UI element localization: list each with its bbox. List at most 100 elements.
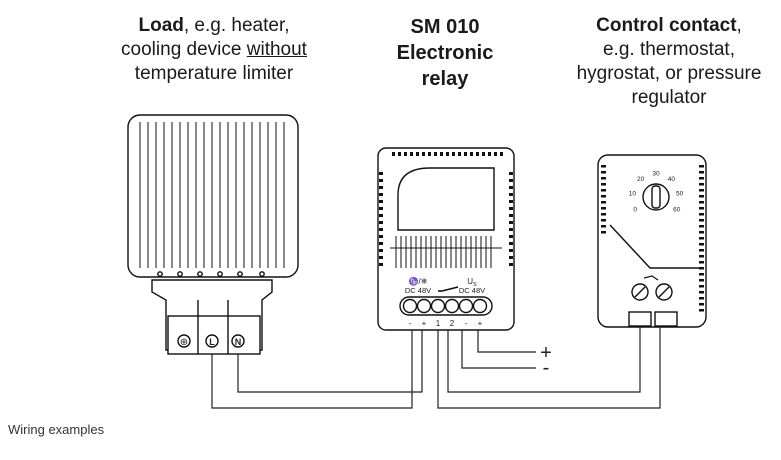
wire-supply-plus — [477, 330, 536, 353]
thermostat-vent — [601, 183, 606, 186]
relay-vent — [509, 193, 513, 196]
thermostat-terminal-b — [654, 311, 678, 327]
thermostat-vent — [699, 183, 704, 186]
relay-terminal-screw — [430, 298, 446, 314]
relay-vent — [509, 256, 513, 259]
n-terminal-label: N — [235, 337, 242, 347]
relay-vent — [509, 179, 513, 182]
relay-vent — [482, 152, 485, 156]
thermostat-vent — [699, 225, 704, 228]
load-label: Load, e.g. heater, cooling device withou… — [121, 15, 307, 84]
dial-scale-label: 10 — [629, 190, 637, 197]
relay-vent — [434, 152, 437, 156]
heater-hole — [259, 271, 265, 277]
relay-vent — [476, 152, 479, 156]
relay-vent — [392, 152, 395, 156]
relay-device — [377, 147, 515, 331]
thermostat-vent — [699, 285, 704, 288]
relay-vent — [422, 152, 425, 156]
relay-vent — [509, 207, 513, 210]
relay-terminal-label: - — [409, 319, 412, 328]
relay-vent — [494, 152, 497, 156]
thermostat-vent — [601, 213, 606, 216]
relay-right-voltage: DC 48V — [459, 286, 485, 295]
relay-vent — [379, 228, 383, 231]
thermostat-vent — [699, 219, 704, 222]
thermostat-vent — [699, 279, 704, 282]
relay-vent — [464, 152, 467, 156]
relay-terminal-label: + — [478, 319, 483, 328]
thermostat-vent — [699, 255, 704, 258]
relay-grille — [390, 236, 502, 268]
earth-terminal-icon — [177, 334, 191, 348]
n-terminal-icon — [231, 334, 245, 348]
relay-vent — [470, 152, 473, 156]
thermostat-vent — [601, 171, 606, 174]
without-emphasis: without — [246, 39, 307, 60]
thermostat-vent — [601, 177, 606, 180]
relay-terminal-label: 2 — [450, 319, 455, 328]
thermostat-vent — [699, 171, 704, 174]
relay-vent — [509, 172, 513, 175]
thermostat-vent — [601, 231, 606, 234]
relay-contact-symbol — [441, 286, 459, 292]
load-title: Load — [138, 15, 184, 36]
heater-hole — [217, 271, 223, 277]
thermostat-vent — [699, 189, 704, 192]
thermostat-diagonal — [609, 224, 700, 269]
thermostat-vent — [601, 195, 606, 198]
heater-device — [127, 114, 299, 355]
relay-vent — [379, 186, 383, 189]
thermostat-vent — [699, 237, 704, 240]
relay-vent — [398, 152, 401, 156]
heater-fins — [139, 122, 285, 268]
heater-hole — [157, 271, 163, 277]
relay-vent — [509, 242, 513, 245]
relay-terminal-screw — [402, 298, 418, 314]
thermostat-body — [597, 154, 707, 328]
relay-vent — [410, 152, 413, 156]
relay-side-vents — [379, 172, 513, 266]
thermostat-vent — [601, 201, 606, 204]
thermostat-vent — [699, 261, 704, 264]
relay-left-label: ♑/❄ — [409, 276, 428, 286]
thermostat-vent — [601, 165, 606, 168]
relay-terminal-screw — [458, 298, 474, 314]
relay-vent — [379, 256, 383, 259]
thermostat-vent — [699, 207, 704, 210]
heater-hole — [177, 271, 183, 277]
dial-scale-label: 0 — [633, 207, 637, 214]
thermostat-vent — [699, 201, 704, 204]
relay-terminal-label: + — [422, 319, 427, 328]
relay-vent — [379, 249, 383, 252]
relay-window — [397, 167, 495, 231]
relay-top-vents — [392, 152, 503, 156]
heater-hole — [197, 271, 203, 277]
relay-vent — [379, 263, 383, 266]
control-label: Control contact, e.g. thermostat, hygros… — [576, 15, 762, 108]
wire-supply-minus — [461, 330, 536, 369]
relay-vent — [379, 200, 383, 203]
relay-vent — [509, 221, 513, 224]
relay-vent — [379, 221, 383, 224]
relay-terminal-label: - — [465, 319, 468, 328]
thermostat-vents — [601, 165, 704, 312]
relay-terminal-screw — [472, 298, 488, 314]
thermostat-vent — [601, 189, 606, 192]
wire-relay-2-to-thermostat — [437, 326, 661, 409]
relay-vent — [404, 152, 407, 156]
thermostat-vent — [699, 195, 704, 198]
thermostat-terminal-a — [628, 311, 652, 327]
dial-scale-label: 50 — [676, 190, 684, 197]
thermostat-knob-icon — [651, 185, 661, 209]
thermostat-vent — [699, 309, 704, 312]
relay-vent — [379, 214, 383, 217]
relay-vent — [379, 179, 383, 182]
relay-vent — [379, 207, 383, 210]
l-terminal-label: L — [209, 337, 215, 347]
thermostat-vent — [699, 267, 704, 270]
thermostat-vent — [699, 273, 704, 276]
